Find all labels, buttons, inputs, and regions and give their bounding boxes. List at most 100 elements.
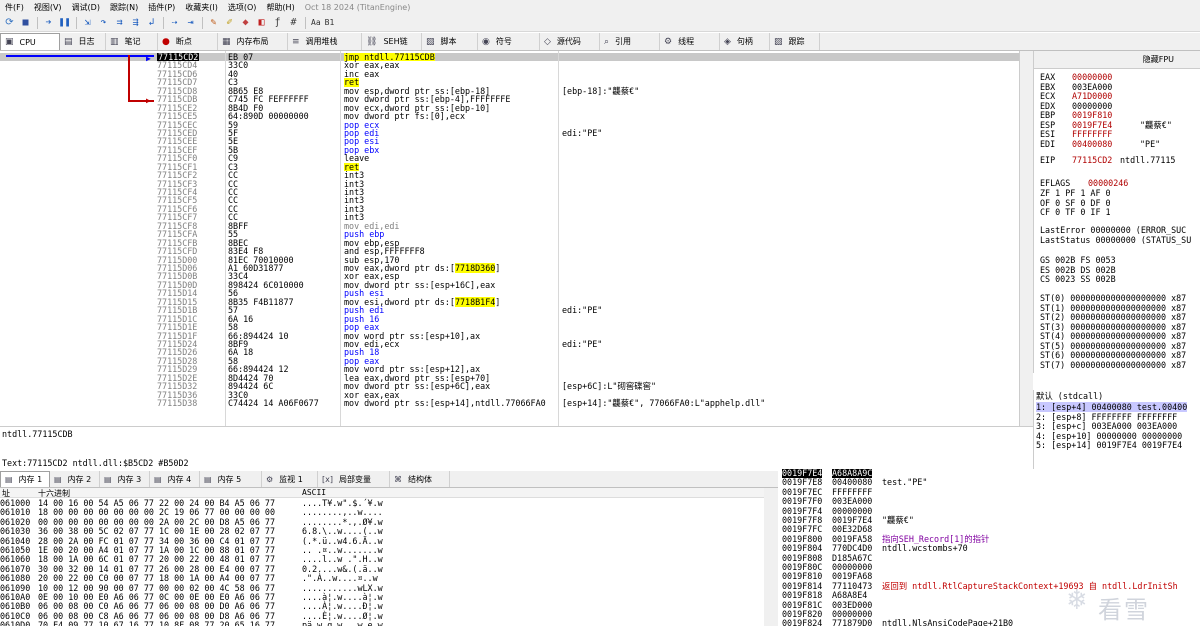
menu-item[interactable]: 件(F) xyxy=(5,2,24,12)
tab-log[interactable]: ▤日志 xyxy=(60,33,106,50)
hash-icon[interactable]: # xyxy=(290,17,297,28)
tag-icon[interactable]: ◆ xyxy=(242,17,249,28)
call-arg-row[interactable]: 2: [esp+8] FFFFFFFF FFFFFFFF xyxy=(1036,411,1178,422)
call-arg-row[interactable]: 5: [esp+14] 0019F7E4 0019F7E4 xyxy=(1036,440,1183,450)
call-arg-row[interactable]: 1: [esp+4] 00400080 test.00400 xyxy=(1036,402,1188,412)
dump-tab[interactable]: ▤内存 1 xyxy=(0,471,50,487)
tab-threads[interactable]: ⚙线程 xyxy=(660,33,720,50)
patch-icon[interactable]: ✐ xyxy=(226,17,233,28)
run-to-user-icon[interactable]: ↲ xyxy=(148,17,155,28)
trace-over-icon[interactable]: ⇶ xyxy=(132,17,139,28)
pencil-icon[interactable]: ✎ xyxy=(210,17,217,28)
register-value[interactable]: 0019F810 xyxy=(1072,110,1113,120)
tab-symbols[interactable]: ◉符号 xyxy=(478,33,540,50)
pause-icon[interactable]: ❚❚ xyxy=(58,17,71,28)
tab-memory-map[interactable]: ▦内存布局 xyxy=(218,33,288,50)
dump-tab[interactable]: ▤内存 4 xyxy=(150,471,200,487)
register-value[interactable]: 00000000 xyxy=(1072,100,1113,111)
tab-handles[interactable]: ◈句柄 xyxy=(720,33,770,50)
eflags-value[interactable]: 00000246 xyxy=(1088,178,1129,188)
hide-fpu-button[interactable]: 隐藏FPU xyxy=(1034,51,1200,69)
animate-icon[interactable]: ⇢ xyxy=(171,17,178,28)
menu-item[interactable]: 收藏夹(I) xyxy=(185,2,218,12)
call-arg-row[interactable]: 3: [esp+c] 003EA000 003EA000 xyxy=(1036,421,1178,431)
disassembly-scrollbar[interactable] xyxy=(1020,51,1033,426)
run-icon[interactable]: ➔ xyxy=(45,17,52,28)
flags-row[interactable]: OF 0 SF 0 DF 0 xyxy=(1040,197,1111,208)
tab-breakpoint[interactable]: ●断点 xyxy=(158,33,218,50)
register-value[interactable]: FFFFFFFF xyxy=(1072,129,1113,139)
register-value[interactable]: 00400080 xyxy=(1072,138,1113,149)
step-into-icon[interactable]: ⇲ xyxy=(84,17,91,28)
tab-cpu[interactable]: ▣CPU xyxy=(0,33,60,50)
register-value[interactable]: 77115CD2 xyxy=(1072,155,1113,165)
run-until-return-icon[interactable]: ⇥ xyxy=(187,17,194,28)
flags-row[interactable]: CF 0 TF 0 IF 1 xyxy=(1040,207,1111,217)
step-over-icon[interactable]: ↷ xyxy=(100,17,107,28)
dump-scrollbar[interactable] xyxy=(764,488,778,626)
register-value[interactable]: A71D0000 xyxy=(1072,91,1113,101)
menu-item[interactable]: 调试(D) xyxy=(71,2,100,12)
tab-notes[interactable]: ▥笔记 xyxy=(106,33,158,50)
tab-callstack[interactable]: ≡调用堆栈 xyxy=(288,33,362,50)
menu-item[interactable]: 跟踪(N) xyxy=(109,2,139,12)
dump-tab[interactable]: ⚙监视 1 xyxy=(262,471,318,487)
